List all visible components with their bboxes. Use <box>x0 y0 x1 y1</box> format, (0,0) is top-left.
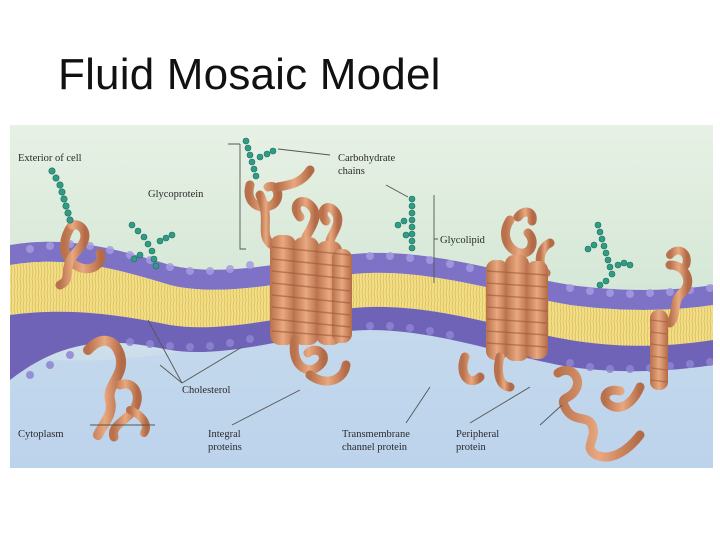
membrane-diagram: Exterior of cell Glycoprotein Carbohydra… <box>10 125 713 468</box>
carbohydrate-chains <box>48 137 634 289</box>
peripheral-protein <box>553 365 645 462</box>
label-cholesterol: Cholesterol <box>182 385 230 396</box>
label-cytoplasm: Cytoplasm <box>18 429 64 440</box>
left-glycoprotein <box>55 220 106 290</box>
central-glycoprotein <box>244 165 352 386</box>
leader-lines <box>90 143 563 426</box>
label-peripheral-2: protein <box>456 442 486 453</box>
left-integral-protein <box>83 335 150 442</box>
label-glycolipid: Glycolipid <box>440 235 486 246</box>
label-transmembrane-2: channel protein <box>342 442 408 453</box>
label-glycoprotein: Glycoprotein <box>148 189 204 200</box>
slide-title: Fluid Mosaic Model <box>58 50 441 99</box>
label-peripheral-1: Peripheral <box>456 429 499 440</box>
label-integral-1: Integral <box>208 429 241 440</box>
label-carbohydrate-1: Carbohydrate <box>338 153 395 164</box>
label-transmembrane-1: Transmembrane <box>342 429 410 440</box>
label-integral-2: proteins <box>208 442 242 453</box>
cytoplasm-region <box>10 329 713 468</box>
label-carbohydrate-2: chains <box>338 166 365 177</box>
label-exterior: Exterior of cell <box>18 153 82 164</box>
right-glycoprotein <box>600 246 693 412</box>
channel-protein <box>458 207 555 392</box>
